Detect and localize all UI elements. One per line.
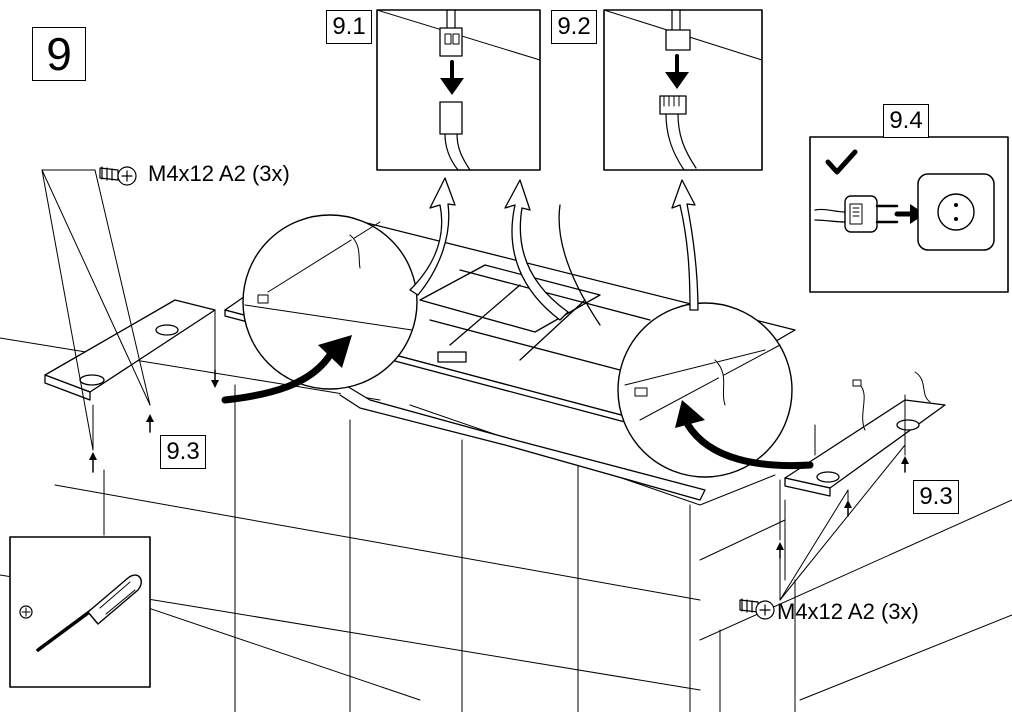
- cabinet-grid: [0, 337, 1012, 713]
- power-plug-icon: [844, 195, 899, 233]
- detail-label-9-3-right: 9.3: [913, 480, 959, 514]
- screw-spec-left: M4x12 A2 (3x): [148, 161, 290, 186]
- detail-box-9-2: [603, 9, 763, 171]
- magnifier-right: [617, 302, 793, 478]
- screwdriver-inset: [9, 536, 151, 688]
- phillips-screw-icon: [99, 166, 137, 186]
- phillips-cross-icon: [19, 605, 33, 619]
- detail-label-9-3-left: 9.3: [160, 435, 206, 469]
- phillips-screwdriver-icon: [36, 574, 142, 652]
- detail-label-9-1: 9.1: [326, 10, 372, 44]
- down-arrow-icon: [89, 369, 219, 473]
- screw-callout-lines-left: [41, 169, 216, 536]
- wall-socket-icon: [917, 173, 995, 251]
- magnifier-left: [242, 214, 418, 390]
- curved-arrow-icon: [221, 335, 814, 470]
- detail-box-9-4: [809, 136, 1009, 293]
- right-bracket: [784, 371, 946, 497]
- screw-spec-right: M4x12 A2 (3x): [777, 599, 919, 624]
- screw-callout-lines-right: [779, 394, 906, 601]
- detail-label-9-4: 9.4: [883, 104, 929, 138]
- step-number: 9: [32, 27, 86, 81]
- detail-box-9-1: [376, 9, 541, 171]
- checkmark-icon: [825, 149, 858, 175]
- left-bracket: [44, 299, 216, 401]
- down-arrow-icon-right: [776, 456, 909, 559]
- detail-label-9-2: 9.2: [551, 10, 597, 44]
- connection-arrows: [409, 177, 699, 326]
- phillips-screw-icon-right: [739, 598, 775, 620]
